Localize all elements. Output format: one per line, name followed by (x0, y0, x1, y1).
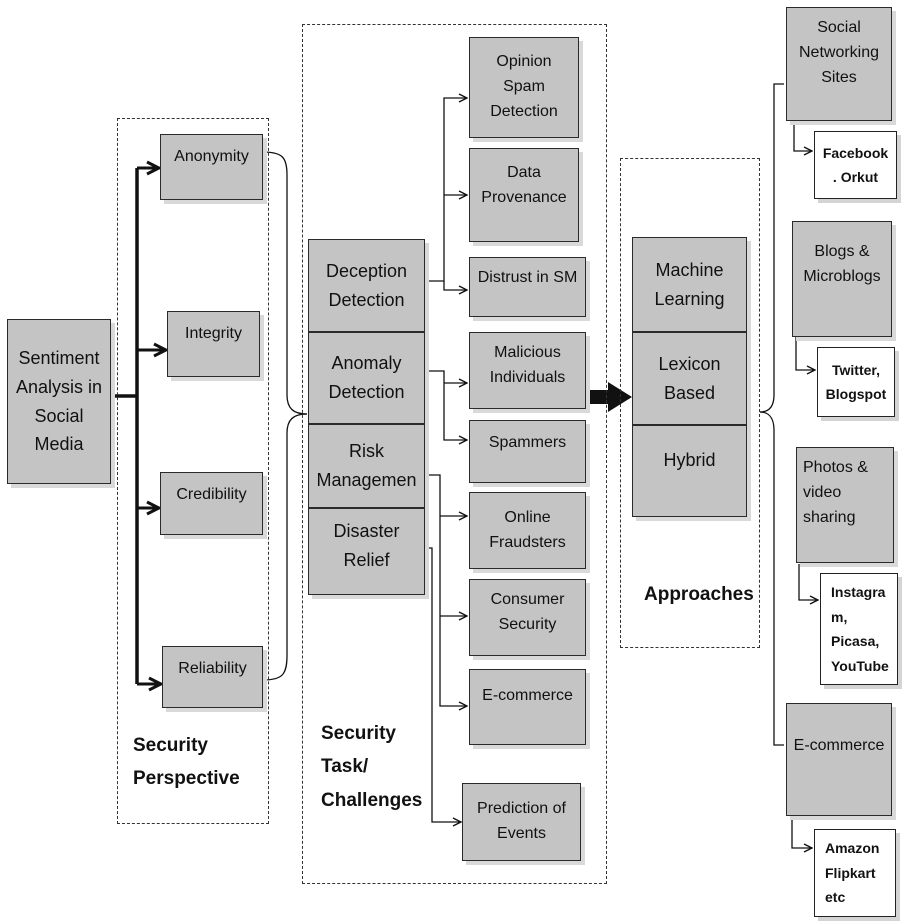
challenge-consumer-security: Consumer Security (469, 579, 586, 656)
task-anomaly-detection: Anomaly Detection (308, 332, 425, 424)
perspective-integrity: Integrity (167, 311, 260, 377)
approach-machine-learning: Machine Learning (632, 237, 747, 332)
platform-social-networking-sites: Social Networking Sites (786, 7, 892, 121)
challenge-opinion-spam-detection: Opinion Spam Detection (469, 37, 579, 138)
approaches-arrow (588, 382, 632, 412)
security-tasks-group (302, 24, 607, 884)
perspective-credibility: Credibility (160, 472, 263, 535)
example-twitter-blogspot: Twitter, Blogspot (817, 347, 895, 417)
perspective-brace (262, 151, 308, 681)
challenge-prediction-of-events: Prediction of Events (462, 783, 581, 861)
approach-lexicon-based: Lexicon Based (632, 332, 747, 425)
platform-blogs-microblogs: Blogs & Microblogs (792, 221, 892, 337)
example-facebook-orkut: Facebook . Orkut (814, 131, 897, 199)
approaches-title: Approaches (644, 584, 754, 605)
challenge-malicious-individuals: Malicious Individuals (469, 332, 586, 409)
example-amazon-flipkart: Amazon Flipkart etc (814, 829, 896, 917)
task-disaster-relief: Disaster Relief (308, 508, 425, 595)
challenge-data-provenance: Data Provenance (469, 148, 579, 242)
example-instagram-picasa-youtube: Instagra m, Picasa, YouTube (820, 573, 898, 685)
approaches-group (620, 158, 760, 648)
challenge-spammers: Spammers (469, 420, 586, 483)
root-node: Sentiment Analysis in Social Media (7, 319, 111, 484)
platform-e-commerce: E-commerce (786, 703, 892, 816)
challenge-online-fraudsters: Online Fraudsters (469, 492, 586, 569)
task-risk-management: Risk Managemen (308, 424, 425, 508)
challenge-distrust-in-sm: Distrust in SM (469, 257, 586, 317)
challenge-e-commerce: E-commerce (469, 669, 586, 745)
approach-hybrid: Hybrid (632, 425, 747, 517)
platform-example-connectors (791, 122, 818, 848)
security-tasks-title: Security Task/ Challenges (321, 723, 423, 811)
platforms-brace (759, 83, 784, 746)
perspective-anonymity: Anonymity (160, 134, 263, 200)
security-perspective-group (117, 118, 269, 824)
security-perspective-title: Security Perspective (133, 735, 240, 790)
perspective-tree (111, 168, 166, 684)
perspective-reliability: Reliability (162, 646, 263, 708)
platform-photos-video-sharing: Photos & video sharing (796, 447, 894, 563)
challenge-connectors (425, 98, 467, 822)
task-deception-detection: Deception Detection (308, 239, 425, 332)
